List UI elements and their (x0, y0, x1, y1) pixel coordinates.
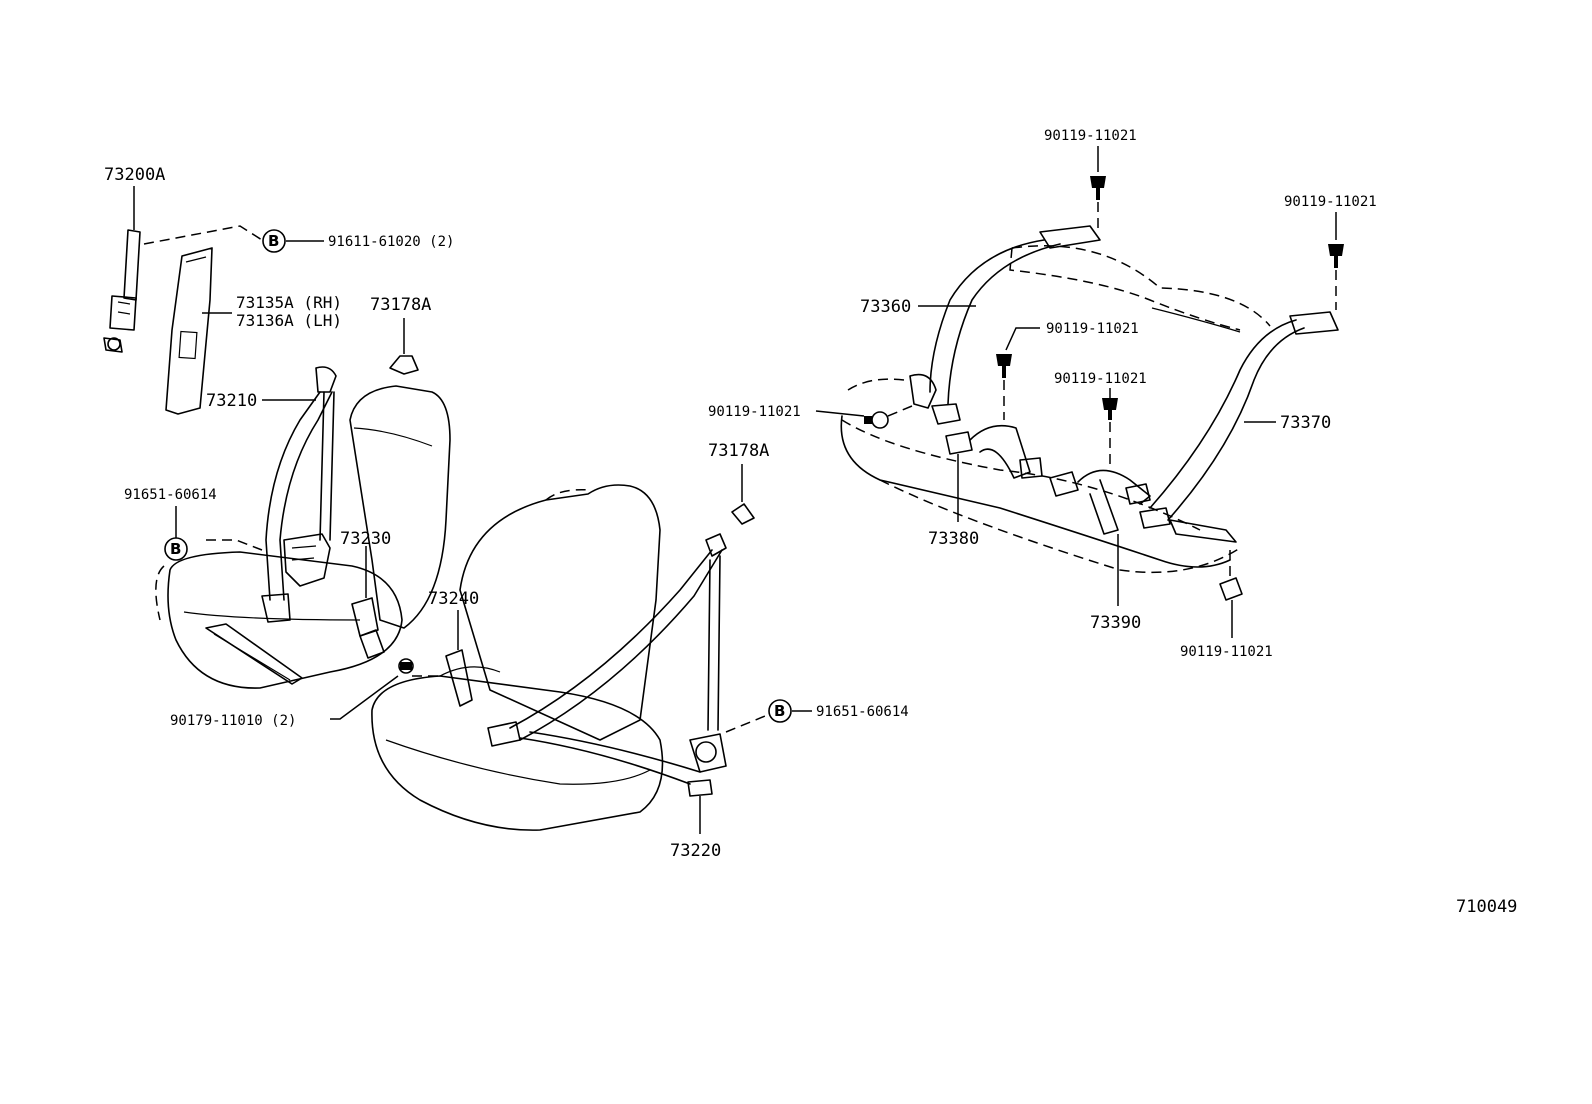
buckle-73390 (1049, 469, 1151, 606)
seatbelt-73210 (261, 366, 337, 623)
rear-seat-cushion (840, 378, 1241, 574)
clip-73178A-mid (731, 464, 755, 525)
pillar-trim-73135A (165, 247, 232, 415)
label-73220: 73220 (670, 841, 721, 861)
label-91651-left: 91651-60614 (124, 487, 217, 503)
label-73178A-mid: 73178A (708, 441, 769, 461)
svg-text:B: B (170, 540, 181, 558)
bolt-90119-bottom (1219, 546, 1243, 638)
rear-seat-back (1009, 245, 1271, 333)
b-symbol-91611: B (262, 229, 324, 253)
seatbelt-73220 (487, 533, 727, 834)
link-line-91651-right (725, 713, 771, 733)
bolt-90119-center (996, 327, 1040, 420)
label-73178A-left: 73178A (370, 295, 431, 315)
bolt-90119-left (815, 405, 913, 429)
label-73380: 73380 (928, 529, 979, 549)
bolt-90119-topright (1328, 212, 1344, 310)
link-line-91611 (143, 225, 263, 245)
label-90119-center2: 90119-11021 (1054, 371, 1147, 387)
bolt-90179 (330, 658, 414, 720)
label-90119-topright: 90119-11021 (1284, 194, 1377, 210)
clip-73178A-left (389, 318, 419, 375)
bolt-90119-center2 (1102, 388, 1118, 470)
label-73210: 73210 (206, 391, 257, 411)
label-91651-right: 91651-60614 (816, 704, 909, 720)
diagram-id: 710049 (1456, 897, 1517, 917)
b-symbol-91651-left: B (164, 506, 188, 561)
label-73135A: 73135A (RH) (236, 293, 342, 312)
buckle-73240 (445, 610, 473, 707)
buckle-73230 (351, 546, 385, 659)
label-90179-11010: 90179-11010 (2) (170, 713, 296, 729)
bolt-90119-top (1090, 146, 1106, 228)
label-73200A: 73200A (104, 165, 165, 185)
label-90119-center: 90119-11021 (1046, 321, 1139, 337)
label-73370: 73370 (1280, 413, 1331, 433)
label-90119-left: 90119-11021 (708, 404, 801, 420)
label-90119-top: 90119-11021 (1044, 128, 1137, 144)
label-73240: 73240 (428, 589, 479, 609)
label-73390: 73390 (1090, 613, 1141, 633)
buckle-73380 (945, 424, 1043, 522)
label-73360: 73360 (860, 297, 911, 317)
label-90119-bottom: 90119-11021 (1180, 644, 1273, 660)
seatbelt-73370 (1139, 311, 1339, 543)
label-73136A: 73136A (LH) (236, 311, 342, 330)
seat-dashed-outline (155, 565, 165, 621)
b-symbol-91651-right: B (768, 699, 812, 723)
front-seat-center (371, 484, 664, 831)
front-seat-left (167, 385, 451, 689)
anchor-plate-73200A (103, 186, 141, 353)
svg-text:B: B (268, 232, 279, 250)
svg-text:B: B (774, 702, 785, 720)
seatbelt-73360 (909, 225, 1101, 425)
label-73230: 73230 (340, 529, 391, 549)
link-line-91651-left (206, 539, 263, 551)
label-91611-61020: 91611-61020 (2) (328, 234, 454, 250)
